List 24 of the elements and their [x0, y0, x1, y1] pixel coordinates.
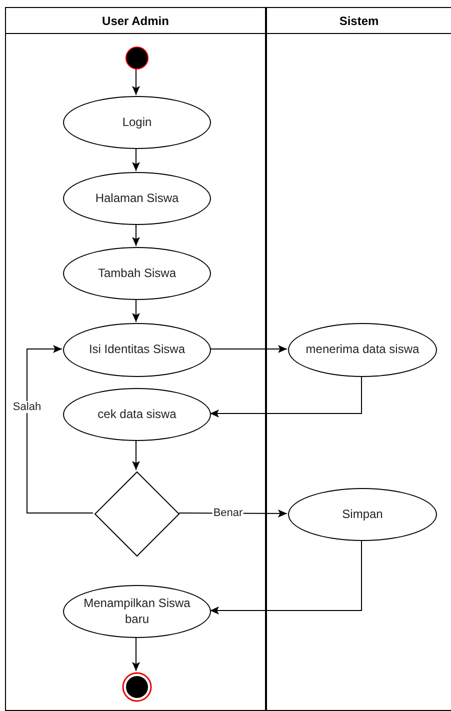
activity-ellipse: Isi Identitas Siswa — [63, 323, 211, 377]
activity-ellipse: cek data siswa — [63, 388, 211, 441]
lane-header: User Admin — [6, 8, 265, 34]
arrow — [132, 440, 140, 470]
arrow — [210, 345, 288, 353]
swimlane — [5, 7, 266, 711]
edge-label: Salah — [12, 401, 42, 413]
arrow — [132, 298, 140, 322]
arrow — [132, 68, 140, 96]
arrow — [132, 224, 140, 246]
swimlane — [266, 7, 451, 711]
lane-header: Sistem — [267, 8, 451, 34]
arrow — [26, 345, 94, 514]
activity-ellipse: Menampilkan Siswa baru — [63, 585, 211, 638]
activity-ellipse: Simpan — [288, 488, 437, 541]
activity-ellipse: Login — [63, 96, 211, 149]
arrow — [210, 376, 362, 418]
arrow — [132, 148, 140, 172]
edge-label: Benar — [212, 507, 244, 519]
activity-ellipse: menerima data siswa — [288, 323, 437, 377]
activity-ellipse: Tambah Siswa — [63, 247, 211, 300]
arrow — [210, 540, 362, 614]
arrow — [132, 636, 140, 672]
activity-ellipse: Halaman Siswa — [63, 172, 211, 225]
